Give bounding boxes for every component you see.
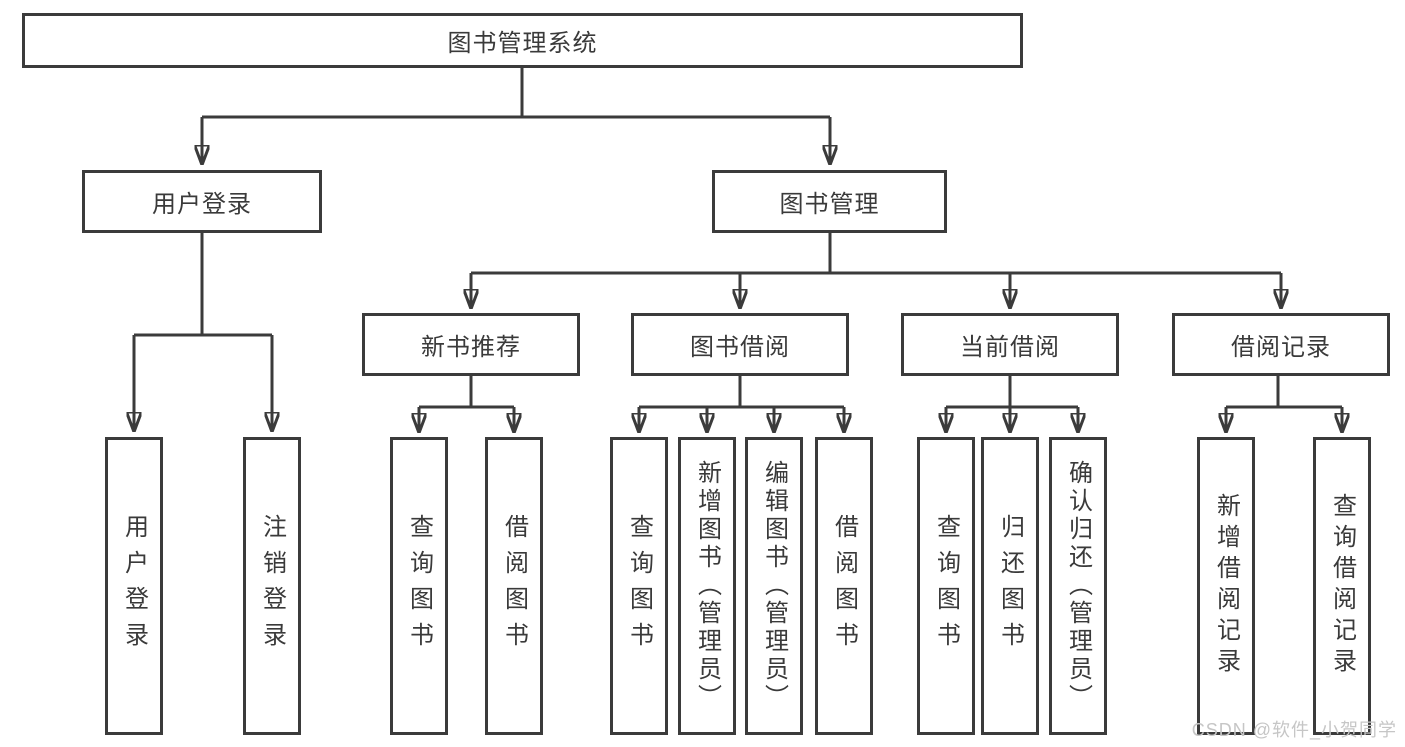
node-label: 查询图书 (405, 514, 433, 658)
node-library-system: 图书管理系统 (22, 13, 1023, 68)
node-borrow-records: 借阅记录 (1172, 313, 1390, 376)
trunk-borrow-records (1226, 376, 1342, 409)
node-book-borrow: 图书借阅 (631, 313, 849, 376)
node-current-borrow: 当前借阅 (901, 313, 1119, 376)
trunk-root (202, 68, 830, 119)
node-label: 注销登录 (258, 514, 286, 658)
leaf-bb-edit-book-admin: 编辑图书（管理员） (745, 437, 803, 735)
leaf-nb-query-book: 查询图书 (390, 437, 448, 735)
leaf-logout: 注销登录 (243, 437, 301, 735)
leaf-rc-add-record: 新增借阅记录 (1197, 437, 1255, 735)
leaf-cb-query-book: 查询图书 (917, 437, 975, 735)
node-new-book-recommend: 新书推荐 (362, 313, 580, 376)
leaf-cb-return-book: 归还图书 (981, 437, 1039, 735)
node-label: 确认归还（管理员） (1064, 460, 1092, 712)
node-label: 查询图书 (932, 514, 960, 658)
csdn-watermark: CSDN @软件_小贺同学 (1191, 720, 1397, 740)
leaf-cb-confirm-return-admin: 确认归还（管理员） (1049, 437, 1107, 735)
node-label: 借阅图书 (830, 514, 858, 658)
leaf-bb-add-book-admin: 新增图书（管理员） (678, 437, 736, 735)
node-label: 查询图书 (625, 514, 653, 658)
node-label: 归还图书 (996, 514, 1024, 658)
trunk-user-login (134, 233, 272, 337)
trunk-new-book-recommend (419, 376, 514, 409)
trunk-book-borrow (639, 376, 844, 409)
node-label: 编辑图书（管理员） (760, 460, 788, 712)
node-book-management: 图书管理 (712, 170, 947, 233)
leaf-bb-query-book: 查询图书 (610, 437, 668, 735)
node-label: 新增借阅记录 (1212, 493, 1240, 679)
leaf-rc-query-record: 查询借阅记录 (1313, 437, 1371, 735)
leaf-nb-borrow-book: 借阅图书 (485, 437, 543, 735)
trunk-book-management (471, 233, 1281, 275)
leaf-user-login: 用户登录 (105, 437, 163, 735)
node-label: 查询借阅记录 (1328, 493, 1356, 679)
node-user-login-branch: 用户登录 (82, 170, 322, 233)
leaf-bb-borrow-book: 借阅图书 (815, 437, 873, 735)
node-label: 用户登录 (120, 514, 148, 658)
node-label: 新增图书（管理员） (693, 460, 721, 712)
trunk-current-borrow (946, 376, 1078, 409)
node-label: 借阅图书 (500, 514, 528, 658)
